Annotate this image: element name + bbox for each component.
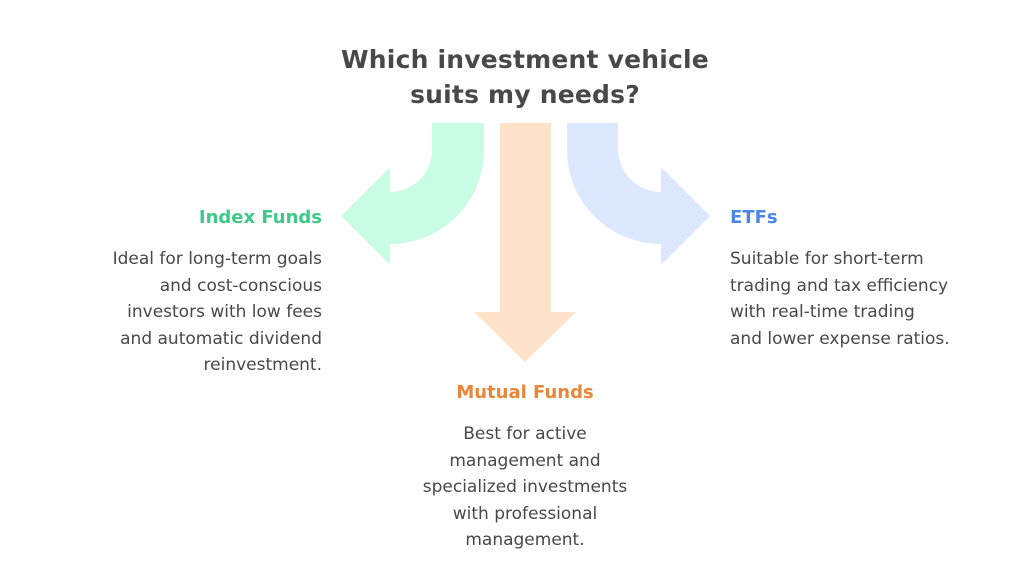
mutual-desc-line: specialized investments	[422, 477, 628, 498]
etfs-description: Suitable for short-term trading and tax …	[730, 246, 1020, 352]
arrow-down-icon	[474, 123, 576, 362]
etf-desc-line: Suitable for short-term	[730, 249, 924, 269]
mutual-desc-line: with professional	[452, 503, 598, 524]
index-desc-line: and cost-conscious	[159, 275, 322, 296]
title-line-2: suits my needs?	[410, 80, 640, 109]
etf-desc-line: trading and tax efficiency	[730, 275, 949, 296]
etfs-heading: ETFs	[730, 207, 778, 228]
mutual-funds-description: Best for active management and specializ…	[370, 421, 680, 554]
index-desc-line: reinvestment.	[203, 355, 322, 376]
index-funds-description: Ideal for long-term goals and cost-consc…	[20, 246, 322, 379]
index-desc-line: and automatic dividend	[120, 328, 322, 349]
mutual-desc-line: management and	[449, 450, 601, 471]
mutual-desc-line: management.	[465, 530, 585, 551]
title-line-1: Which investment vehicle	[341, 45, 709, 74]
etf-desc-line: and lower expense ratios.	[730, 328, 950, 349]
mutual-desc-line: Best for active	[463, 424, 587, 444]
mutual-funds-heading: Mutual Funds	[456, 382, 594, 403]
etf-desc-line: with real-time trading	[730, 302, 915, 323]
index-funds-heading: Index Funds	[198, 207, 322, 228]
diagram-title: Which investment vehicle suits my needs?	[312, 42, 738, 112]
curved-arrow-right-icon	[567, 123, 710, 265]
index-desc-line: investors with low fees	[127, 302, 322, 323]
index-desc-line: Ideal for long-term goals	[112, 249, 322, 269]
curved-arrow-left-icon	[341, 123, 484, 265]
